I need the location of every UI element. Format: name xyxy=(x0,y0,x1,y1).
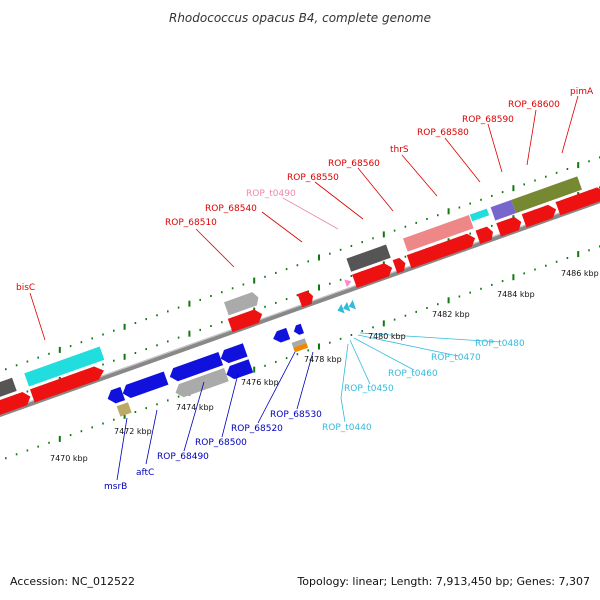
kbp-label: 7472 kbp xyxy=(114,427,152,436)
gene-label-thrs[interactable]: thrS xyxy=(390,145,409,155)
gene-pima[interactable] xyxy=(511,176,582,214)
gene-label-bisc[interactable]: bisC xyxy=(16,283,35,293)
gene-label-rop68490[interactable]: ROP_68490 xyxy=(157,452,209,462)
kbp-label: 7486 kbp xyxy=(561,269,599,278)
gene-msrb-khaki[interactable] xyxy=(116,402,132,417)
gene-label-rop-t0440[interactable]: ROP_t0440 xyxy=(322,423,372,433)
kbp-label: 7484 kbp xyxy=(497,290,535,299)
gene-rop68590[interactable] xyxy=(496,215,523,237)
gene-rop68560[interactable] xyxy=(392,257,408,274)
forward-strand-inner xyxy=(0,185,600,416)
trna-gene-labels: ROP_t0440 ROP_t0450 ROP_t0460 ROP_t0470 … xyxy=(322,339,525,433)
gene-rop68480[interactable] xyxy=(29,364,106,403)
gene-rop68530-b[interactable] xyxy=(291,338,307,348)
gene-thrs-outer[interactable] xyxy=(402,215,474,252)
kbp-label: 7470 kbp xyxy=(50,454,88,463)
gene-label-rop-t0490[interactable]: ROP_t0490 xyxy=(246,189,296,199)
gene-rop68580-outer[interactable] xyxy=(469,208,490,222)
pseudo-gene-labels: ROP_t0490 xyxy=(246,189,296,199)
gene-thrs[interactable] xyxy=(406,232,478,269)
reverse-gene-labels: msrB aftC ROP_68490 ROP_68500 ROP_68520 … xyxy=(104,410,322,492)
kbp-label: 7476 kbp xyxy=(241,378,279,387)
kbp-label: 7478 kbp xyxy=(304,355,342,364)
gene-rop68590-outer[interactable] xyxy=(490,199,517,221)
gene-label-rop68500[interactable]: ROP_68500 xyxy=(195,438,247,448)
gene-rop68580[interactable] xyxy=(475,225,496,244)
gene-label-rop-t0470[interactable]: ROP_t0470 xyxy=(431,353,481,363)
kbp-label: 7482 kbp xyxy=(432,310,470,319)
gene-rop68600[interactable] xyxy=(521,203,559,228)
gene-rop68520[interactable] xyxy=(223,291,261,316)
kbp-scale: 7470 kbp 7472 kbp 7474 kbp 7476 kbp 7478… xyxy=(50,269,599,463)
trna-arrows-c[interactable] xyxy=(347,299,357,311)
gene-rop68500-b[interactable] xyxy=(224,359,254,381)
gene-rop68490[interactable] xyxy=(167,351,224,383)
gene-label-rop-t0450[interactable]: ROP_t0450 xyxy=(344,384,394,394)
gene-label-rop68510[interactable]: ROP_68510 xyxy=(165,218,217,228)
accession-text: Accession: NC_012522 xyxy=(10,575,135,588)
gene-label-rop-t0480[interactable]: ROP_t0480 xyxy=(475,339,525,349)
gene-label-pima[interactable]: pimA xyxy=(570,87,594,97)
gene-bisc[interactable] xyxy=(24,346,105,387)
gene-label-rop68540[interactable]: ROP_68540 xyxy=(205,204,257,214)
gene-rop68530[interactable] xyxy=(292,323,305,336)
gene-rop68560-outer[interactable] xyxy=(346,244,391,272)
tick-row-lower-forward xyxy=(5,156,600,371)
gene-label-rop68560[interactable]: ROP_68560 xyxy=(328,159,380,169)
gene-label-rop68590[interactable]: ROP_68590 xyxy=(462,115,514,125)
gene-label-rop68520[interactable]: ROP_68520 xyxy=(231,424,283,434)
map-title: Rhodococcus opacus B4, complete genome xyxy=(169,11,431,25)
gene-label-rop68530[interactable]: ROP_68530 xyxy=(270,410,322,420)
gene-gray-left[interactable] xyxy=(0,377,17,401)
genome-summary-text: Topology: linear; Length: 7,913,450 bp; … xyxy=(296,575,590,588)
gene-rop68550[interactable] xyxy=(352,261,394,288)
trna-arrows-b[interactable] xyxy=(341,301,351,313)
gene-rop68520[interactable] xyxy=(271,327,291,345)
gene-rop68510[interactable] xyxy=(227,308,265,333)
forward-strand-outer xyxy=(0,176,582,401)
gene-label-msrb[interactable]: msrB xyxy=(104,482,127,492)
gene-label-rop-t0460[interactable]: ROP_t0460 xyxy=(388,369,438,379)
gene-aftc[interactable] xyxy=(120,371,169,400)
gene-label-rop68600[interactable]: ROP_68600 xyxy=(508,100,560,110)
gene-label-rop68550[interactable]: ROP_68550 xyxy=(287,173,339,183)
trna-arrows[interactable] xyxy=(336,303,345,315)
gene-rop68470[interactable] xyxy=(0,390,33,416)
gene-rop68530-c[interactable] xyxy=(293,342,309,353)
kbp-label: 7480 kbp xyxy=(368,332,406,341)
gene-label-rop68580[interactable]: ROP_68580 xyxy=(417,128,469,138)
forward-gene-labels: bisC ROP_68510 ROP_68540 ROP_68550 ROP_6… xyxy=(16,87,594,293)
kbp-label: 7474 kbp xyxy=(176,403,214,412)
reverse-strand xyxy=(105,299,357,417)
gene-label-aftc[interactable]: aftC xyxy=(136,468,154,478)
gene-rop68500[interactable] xyxy=(173,368,229,399)
gene-rop68540[interactable] xyxy=(297,289,316,308)
gene-rop-pseudo[interactable] xyxy=(344,278,352,288)
gene-rop68500-inner[interactable] xyxy=(218,343,248,365)
gene-rop68610[interactable] xyxy=(555,185,600,216)
gene-msrb[interactable] xyxy=(105,386,126,406)
leader-lines xyxy=(29,95,579,481)
gene-layer xyxy=(0,176,600,417)
